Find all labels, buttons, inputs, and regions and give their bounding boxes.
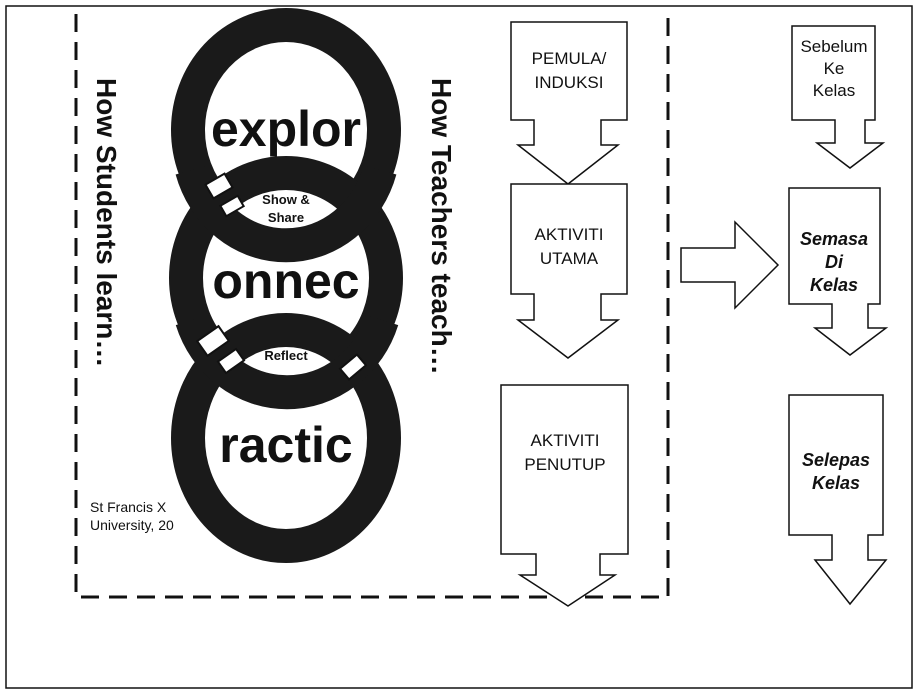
utama-line-1: AKTIVITI xyxy=(535,225,604,244)
dashed-panel xyxy=(74,14,670,599)
outer-frame xyxy=(5,5,913,689)
right-column xyxy=(788,25,889,606)
vertical-label-teachers: How Teachers teach… xyxy=(426,78,457,375)
pemula-line-1: PEMULA/ xyxy=(532,49,607,68)
credit-line-2: University, 20 xyxy=(90,517,174,533)
ring-link-show-share: Show & xyxy=(262,192,310,207)
ring-word-explore: explor xyxy=(211,101,361,157)
sebelum-line-1: Sebelum xyxy=(800,37,867,56)
sebelum-line-2: Ke xyxy=(824,59,845,78)
ring-chain: explor Show & Share onnec Reflect ractic xyxy=(169,8,403,563)
flow-box-semasa xyxy=(788,187,889,356)
penutup-line-1: AKTIVITI xyxy=(531,431,600,450)
semasa-line-1: Semasa xyxy=(800,229,868,249)
penutup-line-2: PENUTUP xyxy=(524,455,605,474)
sebelum-line-3: Kelas xyxy=(813,81,856,100)
flow-box-aktiviti-penutup xyxy=(500,384,629,607)
pemula-line-2: INDUKSI xyxy=(535,73,604,92)
middle-column xyxy=(500,21,629,607)
credit-line-1: St Francis X xyxy=(90,499,167,515)
semasa-line-2: Di xyxy=(825,252,844,272)
ring-word-practice: ractic xyxy=(219,417,352,473)
ring-link-reflect: Reflect xyxy=(264,348,308,363)
flow-box-aktiviti-utama xyxy=(510,183,628,359)
semasa-line-3: Kelas xyxy=(810,275,858,295)
flow-box-pemula xyxy=(510,21,628,185)
clip-icon xyxy=(195,172,368,381)
ring-overlap-1 xyxy=(175,165,397,263)
ring-link-show-share-2: Share xyxy=(268,210,304,225)
selepas-line-1: Selepas xyxy=(802,450,870,470)
big-right-arrow xyxy=(680,220,780,310)
flow-box-selepas xyxy=(788,394,888,606)
flow-box-sebelum xyxy=(791,25,886,169)
vertical-label-students: How Students learn… xyxy=(91,78,122,367)
selepas-line-2: Kelas xyxy=(812,473,860,493)
utama-line-2: UTAMA xyxy=(540,249,599,268)
ring-word-connect: onnec xyxy=(212,253,359,309)
